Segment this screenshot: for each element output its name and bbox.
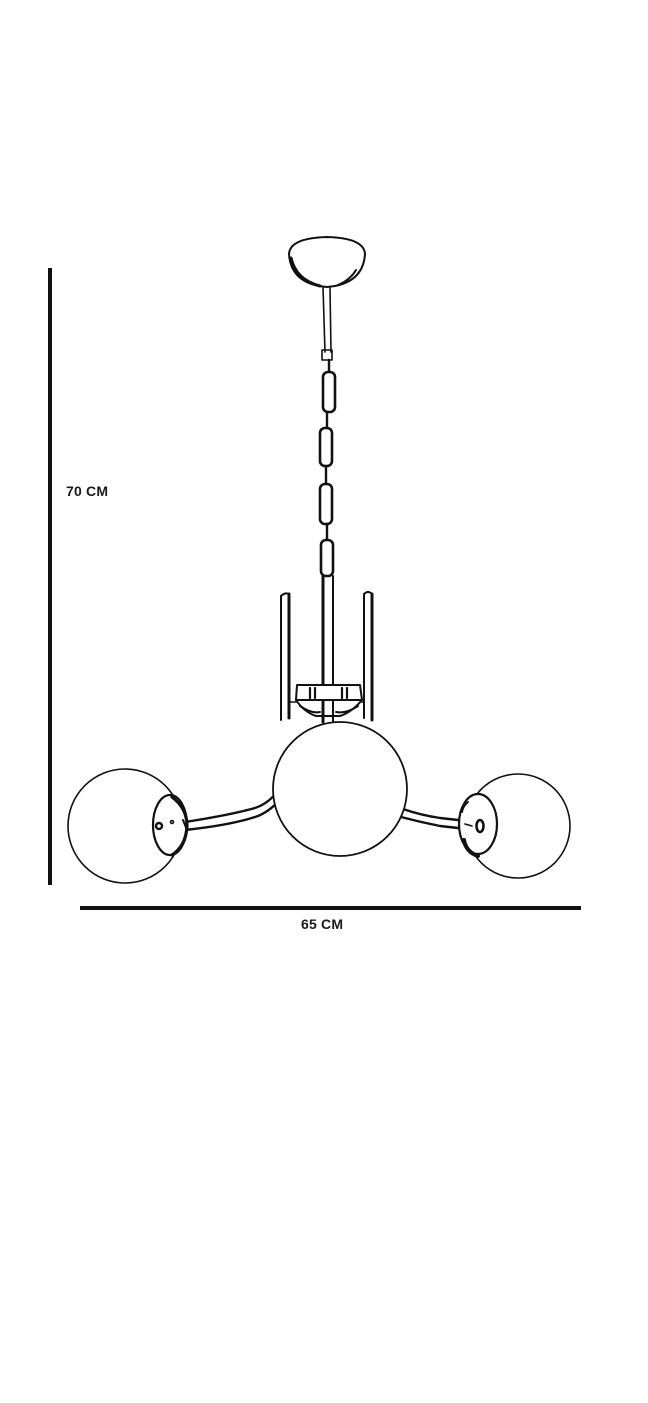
- width-dimension-label: 65 CM: [301, 916, 344, 932]
- width-dimension-line: [80, 906, 581, 910]
- arm-right: [399, 807, 460, 830]
- height-dimension-label: 70 CM: [66, 483, 109, 499]
- globe-left: [67, 768, 189, 884]
- arm-left: [183, 786, 284, 832]
- height-dimension-line: [48, 268, 52, 885]
- globe-center: [272, 721, 408, 857]
- globe-right: [457, 773, 571, 879]
- center-hub: [280, 574, 374, 724]
- down-rod: [321, 286, 333, 361]
- ceiling-canopy: [288, 236, 366, 288]
- chain: [318, 358, 337, 578]
